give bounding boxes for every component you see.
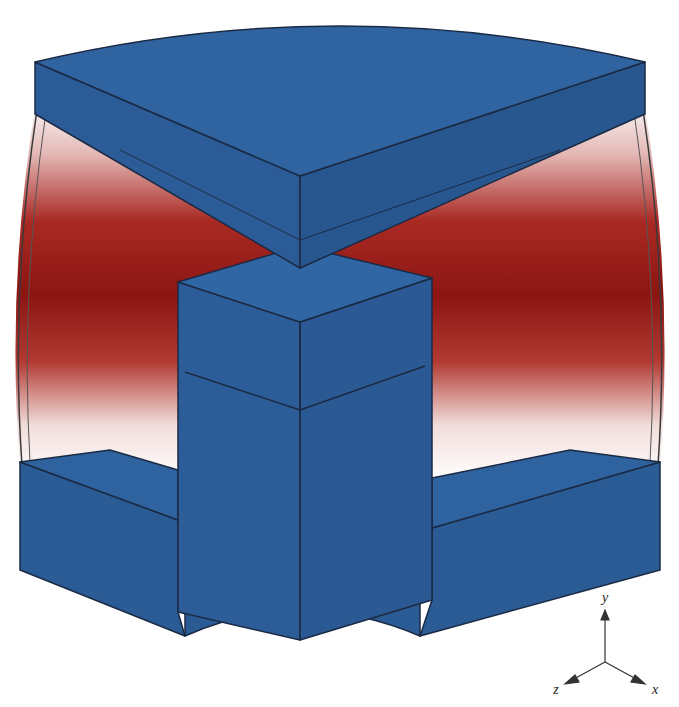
axis-triad — [565, 610, 645, 684]
post-edge — [299, 322, 301, 410]
axis-label: y — [602, 591, 608, 605]
surface-edge — [634, 112, 653, 462]
plate-edge — [120, 150, 560, 240]
base-top — [432, 450, 660, 528]
surface-edge — [27, 112, 46, 462]
base-top — [20, 450, 178, 520]
post-step — [185, 366, 425, 410]
post-face — [178, 282, 300, 640]
axis-label: x — [652, 683, 658, 697]
post-face — [300, 278, 432, 640]
magnet-body — [20, 26, 660, 640]
axis-label: z — [553, 683, 558, 697]
